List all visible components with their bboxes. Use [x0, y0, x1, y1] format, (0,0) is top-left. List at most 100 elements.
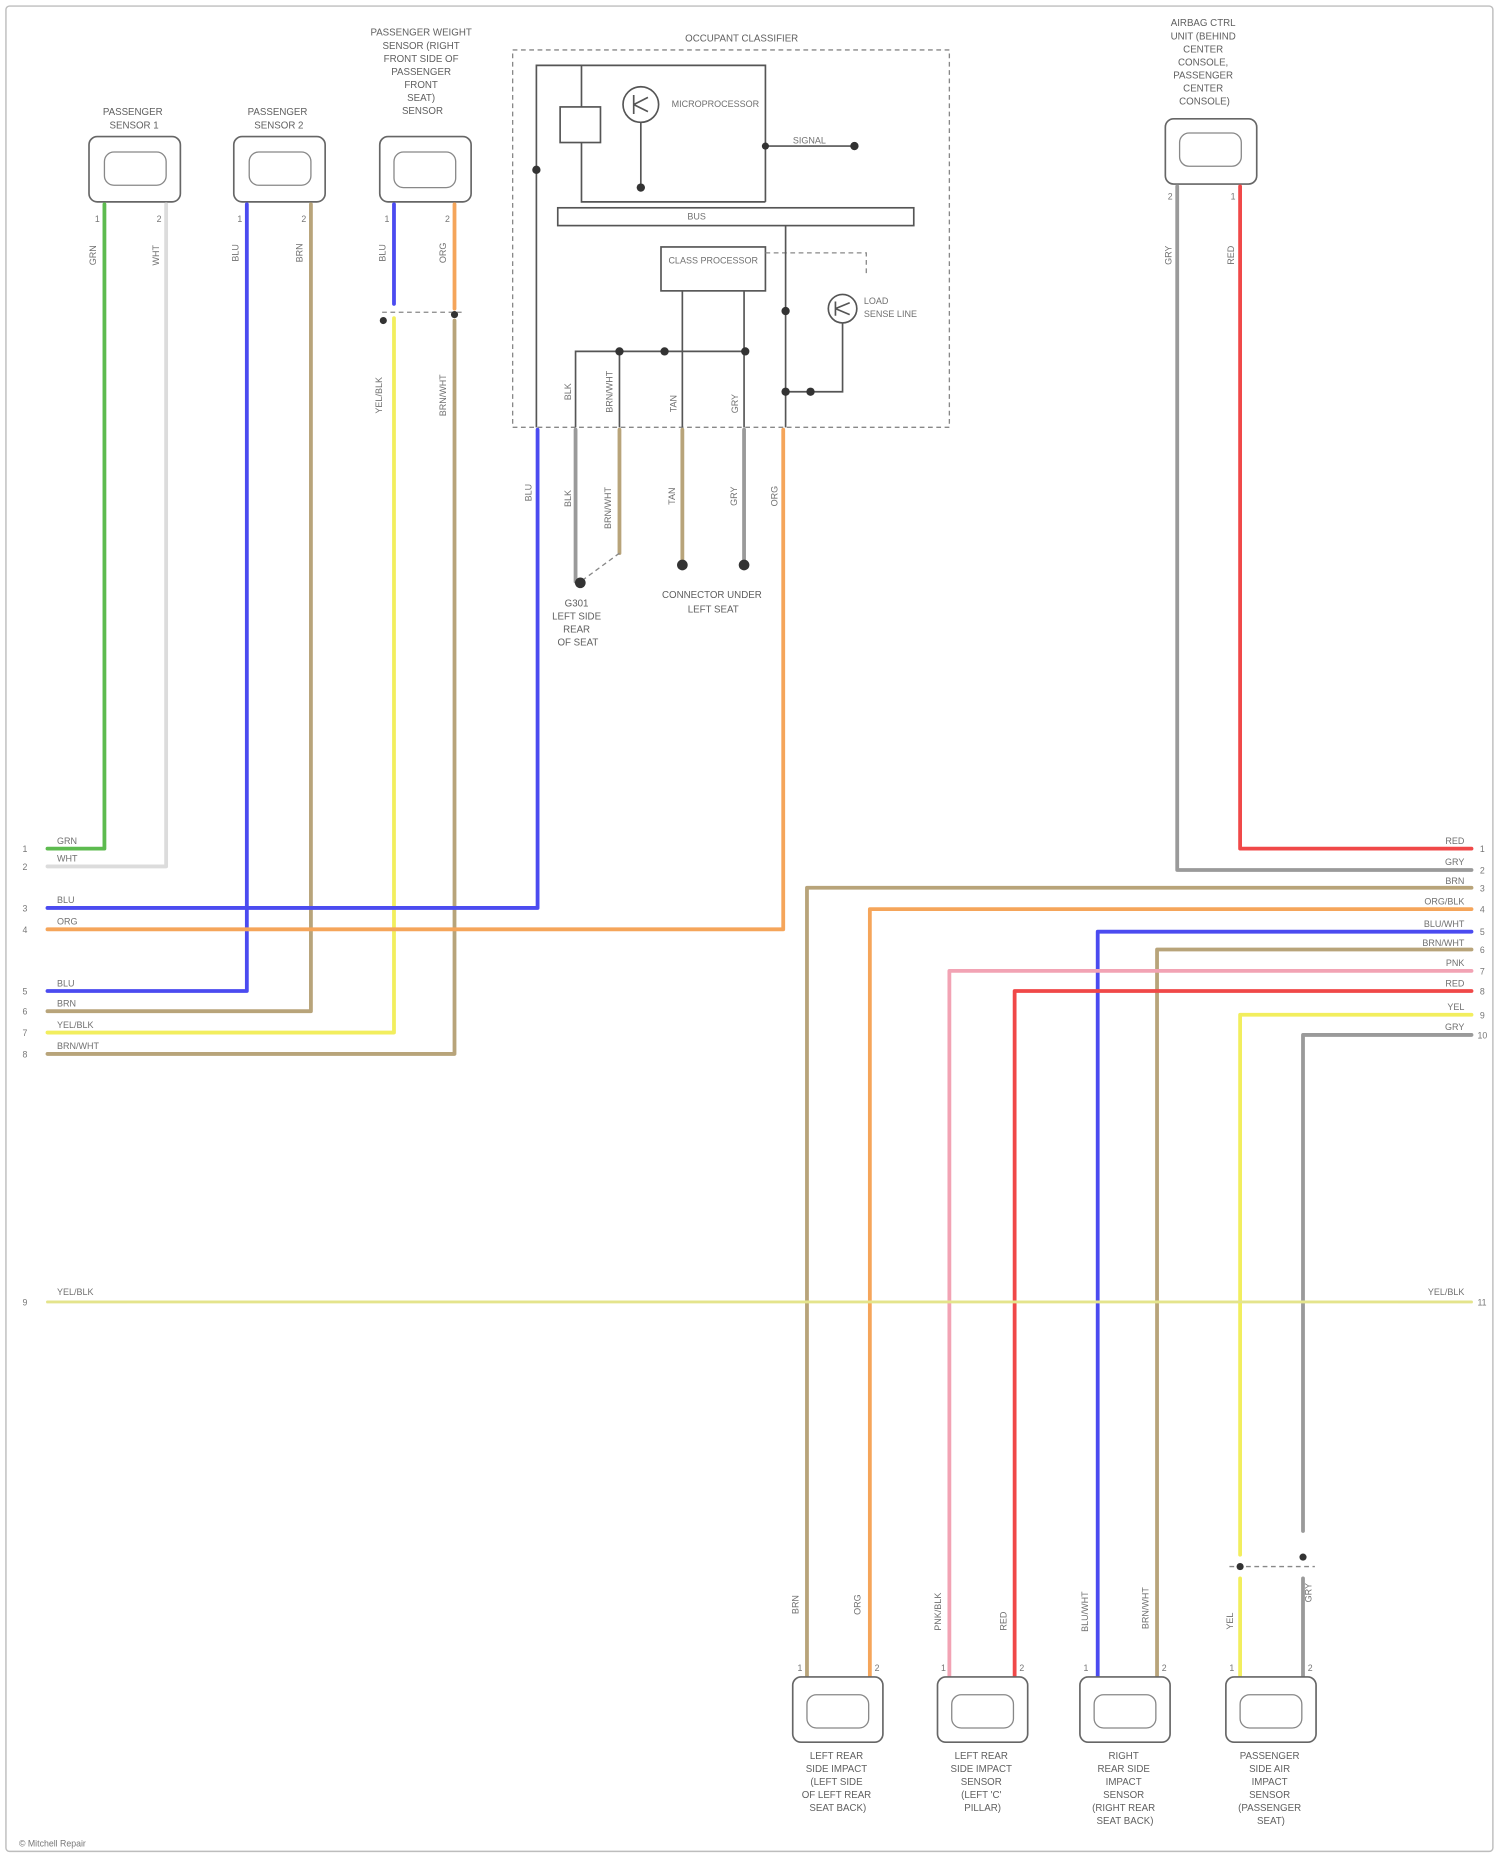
junction-dot: [741, 347, 749, 355]
wire-label: YEL/BLK: [374, 377, 384, 414]
bottom-connector-3-face: [1094, 1695, 1156, 1728]
wire-label: GRY: [729, 486, 739, 505]
splice-dot: [380, 317, 387, 324]
wire-label: BRN/WHT: [1141, 1587, 1151, 1629]
right-pin: 11: [1477, 1297, 1486, 1307]
splice-dot: [1237, 1563, 1244, 1570]
left-pin: 6: [23, 1007, 28, 1017]
signal-label: SIGNAL: [793, 136, 826, 146]
classifier-label: OCCUPANT CLASSIFIER: [685, 34, 798, 45]
left-wire-label: GRN: [57, 836, 77, 846]
bottom-connector-2-face: [952, 1695, 1014, 1728]
wire-label: RED: [1226, 245, 1236, 265]
wire-label: BLU: [378, 244, 388, 262]
wire-label: PNK/BLK: [933, 1593, 943, 1631]
right-pin: 3: [1480, 883, 1485, 893]
bus-label: BUS: [687, 212, 706, 222]
weight-sensor-pin-1: 1: [384, 214, 389, 224]
left-wire-label: BRN: [57, 998, 76, 1008]
bottom-connector-1-label: LEFT REAR SIDE IMPACT (LEFT SIDE OF LEFT…: [802, 1751, 874, 1814]
bottom-connector-2-pin: 1: [941, 1663, 946, 1673]
wire-label: BLK: [563, 383, 573, 400]
wire-label: TAN: [667, 487, 677, 504]
left-pin: 7: [23, 1028, 28, 1038]
wire-label: YEL: [1225, 1613, 1235, 1630]
left-pin: 5: [23, 987, 28, 997]
class-processor-label: CLASS PROCESSOR: [668, 256, 758, 266]
wire-label: BRN/WHT: [603, 487, 613, 529]
junction-dot: [532, 166, 540, 174]
footer-copyright: © Mitchell Repair: [19, 1839, 86, 1849]
wire-label: GRN: [88, 245, 98, 265]
right-pin: 6: [1480, 945, 1485, 955]
splice-dot: [451, 311, 458, 318]
right-wire-label: BRN: [1445, 876, 1464, 886]
right-wire-label: ORG/BLK: [1424, 896, 1464, 906]
left-wire-label: BLU: [57, 978, 75, 988]
classifier-fuse-box: [560, 107, 600, 143]
left-pin: 4: [23, 925, 28, 935]
wire-label: WHT: [151, 245, 161, 266]
wire-label: GRY: [1163, 246, 1173, 265]
left-wire-label: BRN/WHT: [57, 1041, 99, 1051]
microprocessor-icon: [623, 87, 659, 123]
wire-label: GRY: [730, 394, 740, 413]
left-pin: 3: [23, 904, 28, 914]
bottom-connector-2-pin: 2: [1019, 1663, 1024, 1673]
sensor-2-pin-1: 1: [237, 214, 242, 224]
right-pin: 2: [1480, 866, 1485, 876]
wire-label: BLU: [231, 244, 241, 262]
wire-label: BRN: [295, 243, 305, 262]
right-wire-label: RED: [1445, 836, 1465, 846]
wire-label: TAN: [668, 395, 678, 412]
airbag-unit-pin-1: 1: [1231, 191, 1236, 201]
left-pin: 2: [23, 862, 28, 872]
wire-label: RED: [998, 1611, 1008, 1631]
connector-terminal-b: [739, 560, 750, 571]
wire-label: BRN: [791, 1595, 801, 1614]
wire-label: BRN/WHT: [438, 374, 448, 416]
left-rear-seat-sensor[interactable]: 1 2 LEFT REAR SIDE IMPACT (LEFT SIDE OF …: [793, 1663, 883, 1814]
bottom-connector-4-face: [1240, 1695, 1302, 1728]
bus-line-label-left: YEL/BLK: [57, 1287, 94, 1297]
left-pin: 1: [23, 844, 28, 854]
right-pin: 4: [1480, 905, 1485, 915]
microprocessor-label: MICROPROCESSOR: [672, 99, 760, 109]
left-wire-label: WHT: [57, 854, 78, 864]
right-wire-label: GRY: [1445, 1022, 1464, 1032]
left-pin: 9: [23, 1297, 28, 1307]
sensor-1-pin-1: 1: [95, 214, 100, 224]
right-wire-label: RED: [1445, 978, 1465, 988]
junction-dot: [615, 347, 623, 355]
right-wire-label: PNK: [1446, 958, 1465, 968]
bottom-connector-1-face: [807, 1695, 869, 1728]
right-wire-label: BRN/WHT: [1422, 938, 1464, 948]
junction-dot: [637, 183, 645, 191]
bottom-connector-3-pin: 2: [1162, 1663, 1167, 1673]
wire-label: GRY: [1303, 1583, 1313, 1602]
wire-label: ORG: [769, 486, 779, 507]
right-pin: 1: [1480, 844, 1485, 854]
sensor-2-pin-2: 2: [301, 214, 306, 224]
signal-terminal: [850, 142, 858, 150]
sensor-1-pin-2: 2: [157, 214, 162, 224]
left-wire-label: BLU: [57, 895, 75, 905]
weight-sensor-connector-face: [394, 152, 456, 188]
right-pin: 8: [1480, 987, 1485, 997]
left-wire-label: ORG: [57, 917, 78, 927]
classifier-bus-bar: [558, 208, 914, 226]
left-pin: 8: [23, 1049, 28, 1059]
bottom-connector-3-pin: 1: [1083, 1663, 1088, 1673]
wire-label: BRN/WHT: [604, 370, 614, 412]
wire-label: ORG: [438, 243, 448, 264]
bottom-connector-4-pin: 2: [1308, 1663, 1313, 1673]
right-pin: 9: [1480, 1010, 1485, 1020]
wire-label: BLK: [563, 490, 573, 507]
weight-sensor-pin-2: 2: [445, 214, 450, 224]
splice-dot: [1299, 1554, 1306, 1561]
bottom-connector-1-pin: 1: [797, 1663, 802, 1673]
junction-dot: [781, 307, 789, 315]
right-wire-label: GRY: [1445, 857, 1464, 867]
left-wire-label: YEL/BLK: [57, 1020, 94, 1030]
